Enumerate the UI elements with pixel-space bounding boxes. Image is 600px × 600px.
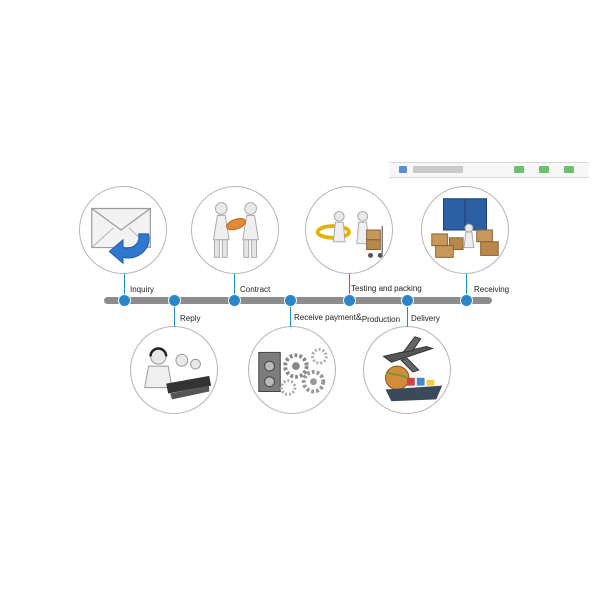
label-ampersand: & bbox=[355, 312, 362, 322]
plane-ship-icon bbox=[363, 326, 451, 414]
timeline-dot-contract bbox=[228, 294, 241, 307]
stem-delivery bbox=[407, 305, 408, 327]
timeline-dot-receive-payment bbox=[284, 294, 297, 307]
label-inquiry: Inquiry bbox=[130, 285, 155, 294]
label-delivery: Delivery bbox=[411, 314, 440, 323]
label-contract: Contract bbox=[240, 285, 271, 294]
stem-reply bbox=[174, 305, 175, 327]
stem-testing bbox=[349, 274, 350, 296]
stem-receiving bbox=[466, 274, 467, 296]
toolbar-icon bbox=[399, 166, 407, 173]
packing-icon bbox=[305, 186, 393, 274]
label-reply: Reply bbox=[180, 314, 201, 323]
stem-inquiry bbox=[124, 274, 125, 296]
label-receive-payment: Receive payment&Production bbox=[294, 312, 401, 325]
timeline-dot-inquiry bbox=[118, 294, 131, 307]
container-boxes-icon bbox=[421, 186, 509, 274]
gears-icon bbox=[248, 326, 336, 414]
stem-receive-payment bbox=[290, 305, 291, 327]
toolbar-icon bbox=[564, 166, 574, 173]
toolbar-icon bbox=[539, 166, 549, 173]
toolbar-icon bbox=[514, 166, 524, 173]
call-center-icon bbox=[130, 326, 218, 414]
timeline-dot-testing bbox=[343, 294, 356, 307]
envelope-icon bbox=[79, 186, 167, 274]
toolbar-text bbox=[413, 166, 463, 173]
label-receive-payment-text: Receive payment bbox=[294, 313, 356, 322]
toolbar-fragment bbox=[389, 162, 589, 178]
timeline-dot-reply bbox=[168, 294, 181, 307]
timeline-dot-receiving bbox=[460, 294, 473, 307]
handshake-icon bbox=[191, 186, 279, 274]
label-receiving: Receiving bbox=[474, 285, 510, 294]
timeline-dot-delivery bbox=[401, 294, 414, 307]
timeline-bar bbox=[104, 297, 492, 304]
stem-contract bbox=[234, 274, 235, 296]
label-production: Production bbox=[361, 315, 401, 324]
label-testing: Testing and packing bbox=[351, 284, 422, 293]
